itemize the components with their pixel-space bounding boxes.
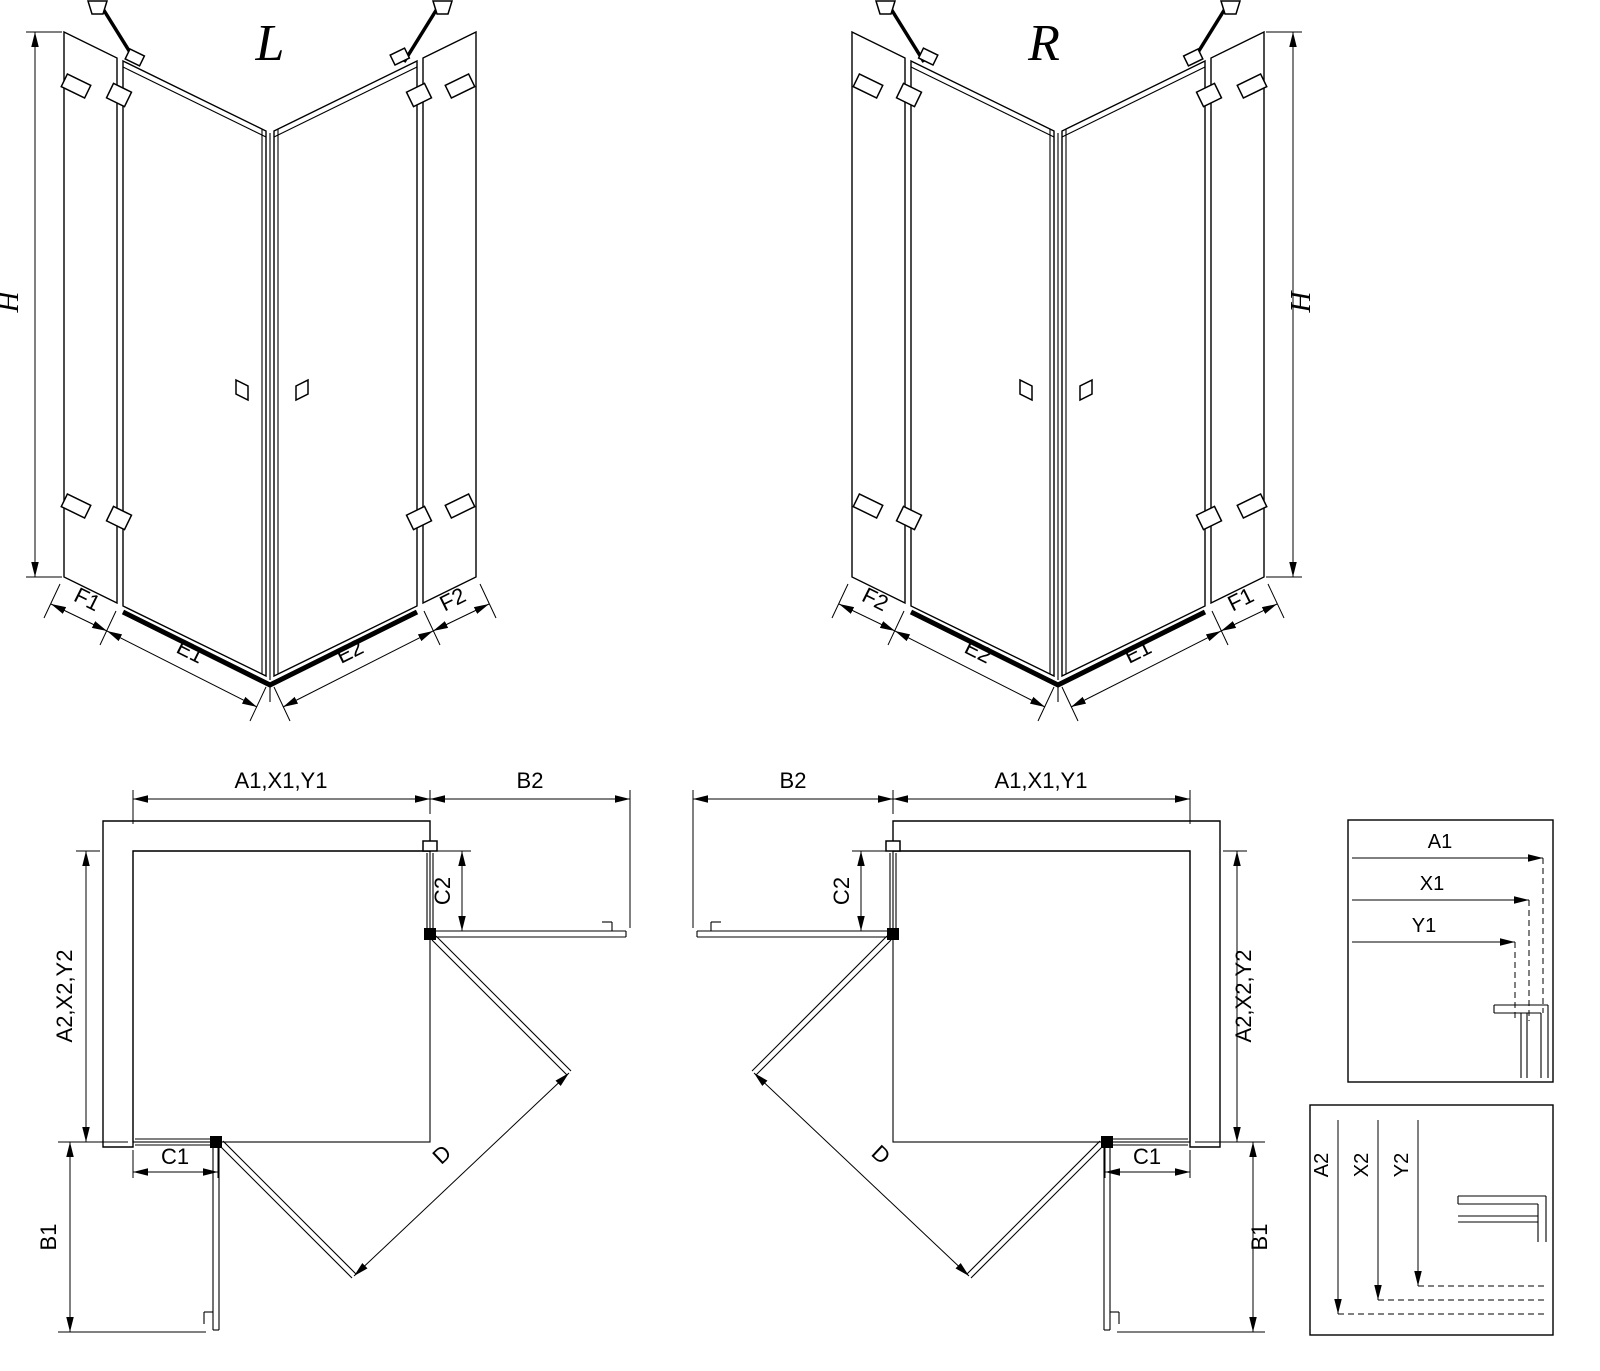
bar-clamp-left xyxy=(124,47,146,67)
front-view-right: R xyxy=(831,0,1317,722)
dimensions-plan-left: A1,X1,Y1 B2 C2 A2,X2,Y2 B1 C1 D xyxy=(36,768,631,1333)
detail-box-bottom: A2 X2 Y2 xyxy=(1309,1104,1554,1336)
wall-profile-clamp xyxy=(1236,493,1268,519)
door-handle-icon xyxy=(295,378,309,402)
wall-profile-clamp xyxy=(422,840,438,852)
shower-tray xyxy=(892,850,1191,1143)
hardware-left-view xyxy=(60,0,476,531)
view-title-left: L xyxy=(255,15,285,72)
wall-profile-clamp xyxy=(885,840,901,852)
detail-label-x1: X1 xyxy=(1420,873,1444,895)
view-title-right: R xyxy=(1027,15,1060,72)
plan-view-right: A1,X1,Y1 B2 C2 A2,X2,Y2 B1 C1 D xyxy=(692,768,1272,1333)
dim-label-width-top: A1,X1,Y1 xyxy=(235,768,328,793)
dim-label-f1: F1 xyxy=(70,582,104,616)
dim-label-door-bottom: B1 xyxy=(36,1224,61,1251)
detail-label-a1: A1 xyxy=(1428,831,1452,853)
hinge-icon xyxy=(887,928,899,940)
dimensions-left-view: H F1 E1 E2 F2 xyxy=(0,31,497,722)
dim-label-panel-top: C2 xyxy=(430,877,455,905)
plan-view-left: A1,X1,Y1 B2 C2 A2,X2,Y2 B1 C1 D xyxy=(36,768,631,1333)
wall-bracket-left xyxy=(874,0,897,15)
hinge-icon xyxy=(424,928,436,940)
detail-box-top: A1 X1 Y1 xyxy=(1347,819,1554,1083)
dim-label-height: H xyxy=(0,289,25,313)
dim-label-f1: F1 xyxy=(1224,582,1258,616)
bar-clamp-left xyxy=(917,47,939,67)
support-bar-left xyxy=(886,3,926,63)
glass-panels-left-view xyxy=(63,30,477,702)
support-bar-right xyxy=(402,3,442,63)
glass-plan-right xyxy=(696,840,1188,1331)
profile-section-detail xyxy=(1493,1004,1549,1078)
wall-profile-clamp xyxy=(852,493,884,519)
door-handle-icon xyxy=(1019,378,1033,402)
dim-label-width-top: A1,X1,Y1 xyxy=(995,768,1088,793)
detail-label-y2: Y2 xyxy=(1391,1153,1413,1177)
dim-label-panel-bottom: C1 xyxy=(161,1144,189,1169)
shower-tray xyxy=(132,850,431,1143)
profile-section-detail xyxy=(1457,1195,1547,1242)
wall-section xyxy=(102,820,431,1148)
hinge-icon xyxy=(405,505,433,531)
dim-label-diagonal: D xyxy=(867,1140,896,1169)
wall-profile-clamp xyxy=(60,493,92,519)
hinge-icon xyxy=(105,505,133,531)
wall-profile-clamp xyxy=(852,73,884,99)
detail-label-x2: X2 xyxy=(1351,1153,1373,1177)
dim-label-f2: F2 xyxy=(858,582,892,616)
wall-bracket-right xyxy=(431,0,454,15)
dim-label-diagonal: D xyxy=(428,1140,457,1169)
dim-label-door-top: B2 xyxy=(780,768,807,793)
wall-profile-clamp xyxy=(444,493,476,519)
bar-clamp-right xyxy=(1182,47,1204,67)
dim-label-depth-side: A2,X2,Y2 xyxy=(52,950,77,1043)
wall-profile-clamp xyxy=(444,73,476,99)
front-view-left: L xyxy=(0,0,497,722)
hinge-icon xyxy=(895,505,923,531)
dim-label-depth-side: A2,X2,Y2 xyxy=(1231,950,1256,1043)
dim-label-f2: F2 xyxy=(436,582,470,616)
dim-label-panel-bottom: C1 xyxy=(1133,1144,1161,1169)
bar-clamp-right xyxy=(389,47,411,67)
wall-section xyxy=(892,820,1221,1148)
dim-label-panel-top: C2 xyxy=(829,877,854,905)
wall-bracket-left xyxy=(86,0,109,15)
wall-profile-clamp xyxy=(60,73,92,99)
hardware-right-view xyxy=(852,0,1268,531)
dim-label-door-top: B2 xyxy=(517,768,544,793)
wall-profile-clamp xyxy=(1236,73,1268,99)
dimensions-plan-right: A1,X1,Y1 B2 C2 A2,X2,Y2 B1 C1 D xyxy=(692,768,1272,1333)
dim-label-height: H xyxy=(1285,289,1317,313)
dim-label-door-bottom: B1 xyxy=(1247,1224,1272,1251)
hinge-icon xyxy=(105,82,133,108)
hinge-icon xyxy=(1195,505,1223,531)
hinge-icon xyxy=(895,82,923,108)
detail-label-y1: Y1 xyxy=(1412,915,1436,937)
detail-label-a2: A2 xyxy=(1311,1153,1333,1177)
wall-bracket-right xyxy=(1219,0,1242,15)
glass-plan-left xyxy=(135,840,627,1331)
door-handle-icon xyxy=(235,378,249,402)
door-handle-icon xyxy=(1079,378,1093,402)
hinge-icon xyxy=(405,82,433,108)
glass-panels-right-view xyxy=(851,30,1265,702)
hinge-icon xyxy=(1195,82,1223,108)
